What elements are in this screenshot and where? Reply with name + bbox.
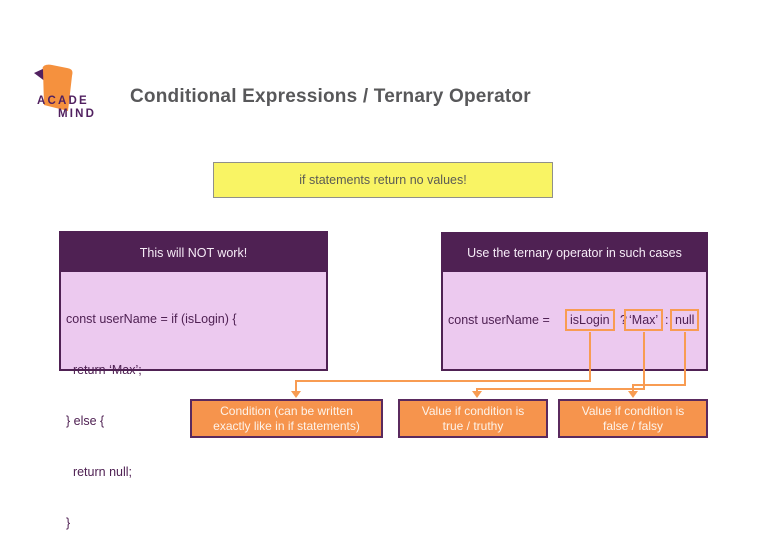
- ternary-false-value-highlight: null: [670, 309, 700, 331]
- label-true-value: Value if condition is true / truthy: [398, 399, 548, 438]
- ternary-colon: :: [665, 313, 669, 327]
- logo-text-acade: ACADE: [37, 95, 89, 107]
- code-line: }: [66, 516, 71, 530]
- ternary-code-prefix: const userName =: [448, 313, 550, 327]
- academind-logo-icon: [34, 64, 73, 111]
- label-false-line1: Value if condition is: [581, 403, 685, 418]
- code-line: return null;: [66, 465, 133, 479]
- label-condition-line2: exactly like in if statements): [213, 418, 360, 433]
- page-title: Conditional Expressions / Ternary Operat…: [130, 86, 531, 107]
- code-line: } else {: [66, 414, 105, 428]
- panel-ternary: Use the ternary operator in such cases: [441, 232, 708, 371]
- connector-false-arrow-icon: [628, 391, 638, 398]
- callout-text: if statements return no values!: [299, 173, 467, 187]
- connector-true-arrow-icon: [472, 391, 482, 398]
- label-true-line1: Value if condition is: [421, 403, 525, 418]
- label-condition: Condition (can be written exactly like i…: [190, 399, 383, 438]
- panel-not-working-header: This will NOT work!: [61, 233, 326, 272]
- ternary-question-mark: ?: [620, 313, 627, 327]
- label-true-line2: true / truthy: [442, 418, 504, 433]
- ternary-condition-highlight: isLogin: [565, 309, 615, 331]
- logo-text-mind: MIND: [58, 108, 97, 120]
- label-condition-line1: Condition (can be written: [220, 403, 353, 418]
- panel-ternary-header: Use the ternary operator in such cases: [443, 234, 706, 272]
- label-false-line2: false / falsy: [602, 418, 664, 433]
- connector-condition-arrow-icon: [291, 391, 301, 398]
- ternary-true-value-highlight: ‘Max’: [624, 309, 664, 331]
- code-block-if-statement: const userName = if (isLogin) { return ‘…: [66, 277, 237, 543]
- panel-not-working-title: This will NOT work!: [139, 245, 248, 260]
- code-line: const userName = if (isLogin) {: [66, 312, 237, 326]
- panel-ternary-title: Use the ternary operator in such cases: [467, 246, 682, 260]
- panel-not-working: This will NOT work!: [59, 231, 328, 371]
- code-line: return ‘Max’;: [66, 363, 142, 377]
- callout-banner: if statements return no values!: [213, 162, 553, 198]
- label-false-value: Value if condition is false / falsy: [558, 399, 708, 438]
